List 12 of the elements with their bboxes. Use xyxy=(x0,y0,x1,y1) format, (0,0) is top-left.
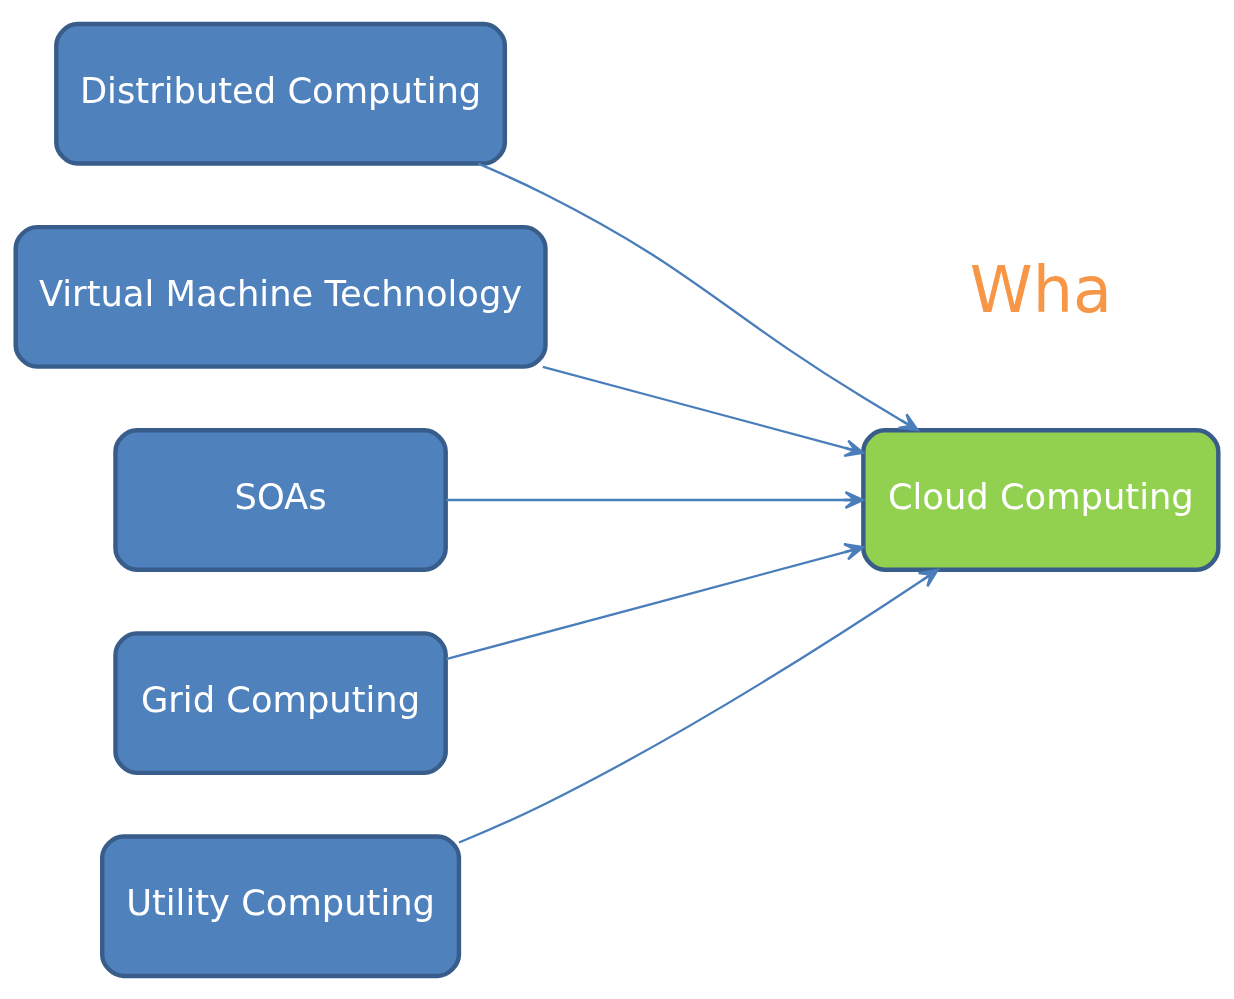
arrow xyxy=(446,490,865,509)
node-box: Virtual Machine Technology xyxy=(13,224,548,369)
node-box: Utility Computing xyxy=(100,833,462,978)
node-box: Cloud Computing xyxy=(861,427,1221,572)
node-box: SOAs xyxy=(113,427,448,572)
arrow xyxy=(477,162,919,431)
node-box: Grid Computing xyxy=(113,630,448,775)
label: Wha xyxy=(969,252,1112,327)
arrow xyxy=(458,568,939,844)
arrow xyxy=(445,542,865,660)
arrow xyxy=(542,365,865,457)
node-box: Distributed Computing xyxy=(54,21,508,166)
